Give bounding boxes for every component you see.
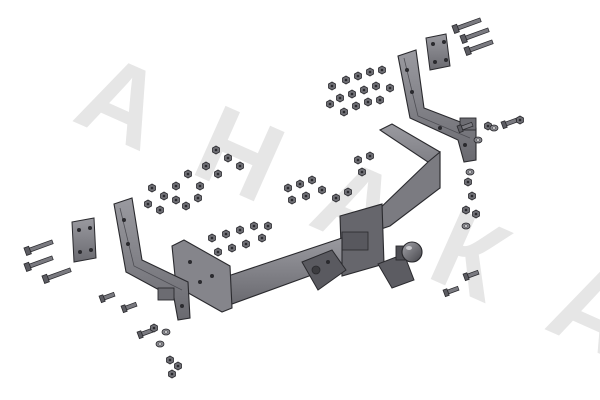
left-mounting-plate (71, 217, 97, 263)
left-mounting-bracket (113, 197, 191, 321)
main-crossbar (171, 123, 441, 313)
watermark-letter: Н (178, 82, 301, 227)
watermark-letter: А (60, 30, 183, 175)
right-mounting-bracket (397, 49, 477, 163)
right-mounting-plate (425, 33, 451, 71)
tow-ball (377, 241, 423, 289)
mounting-bolts-top-right (451, 15, 495, 56)
watermark-letter: А (532, 238, 600, 383)
watermark-letter: К (414, 186, 526, 326)
mounting-bolts-left (23, 237, 73, 284)
